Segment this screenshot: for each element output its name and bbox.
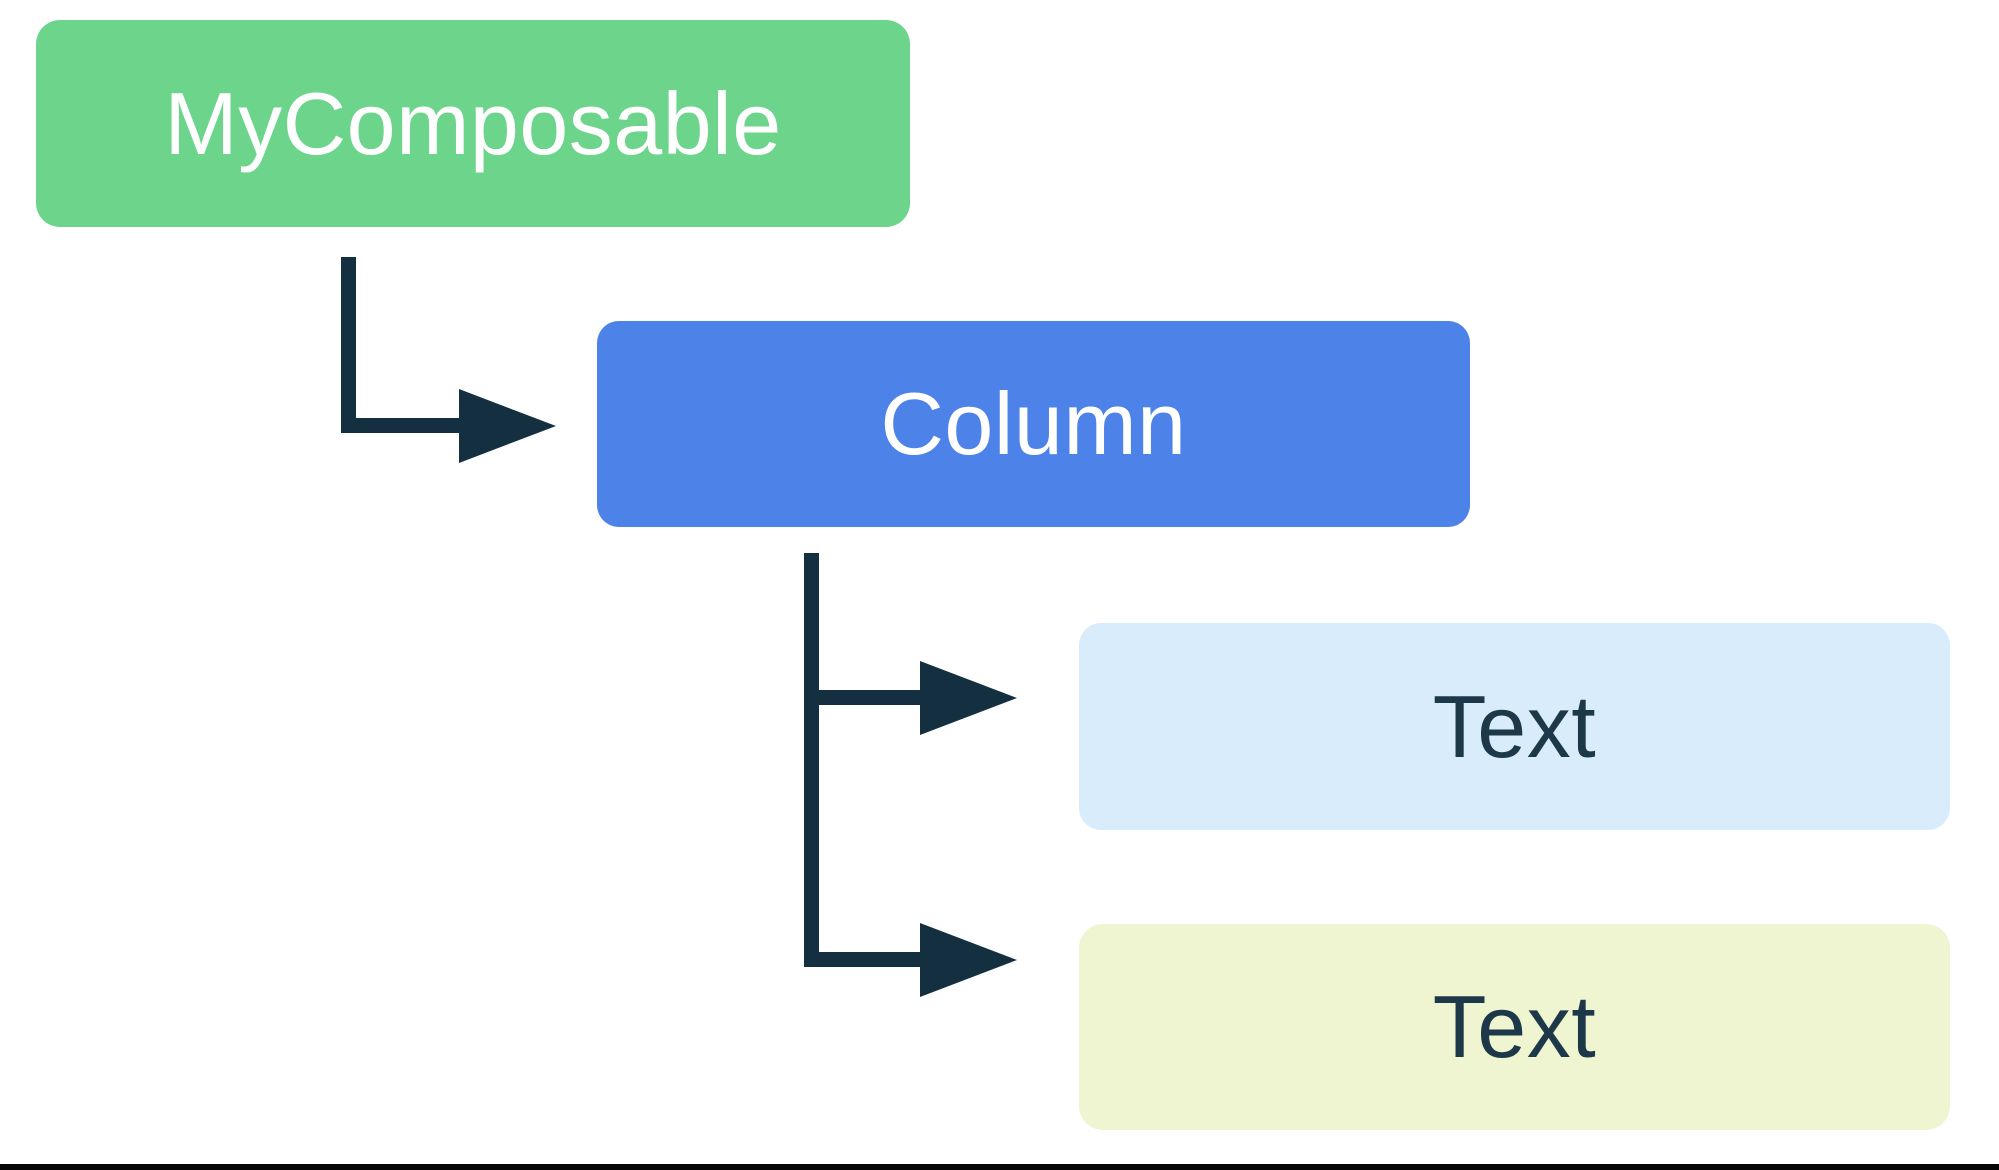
connector-mycomposable-column-horizontal <box>341 418 459 433</box>
arrowhead-right-icon <box>920 923 1017 997</box>
connector-mycomposable-column-vertical <box>341 257 356 433</box>
connector-column-children-vertical <box>804 553 819 967</box>
node-mycomposable-label: MyComposable <box>164 73 782 173</box>
connector-column-text-first-horizontal <box>804 690 920 705</box>
node-text-second-label: Text <box>1432 977 1597 1076</box>
node-mycomposable: MyComposable <box>36 20 910 227</box>
node-text-second: Text <box>1079 924 1950 1130</box>
connector-column-text-second-horizontal <box>804 952 920 967</box>
node-column: Column <box>597 321 1470 527</box>
arrowhead-right-icon <box>920 661 1017 735</box>
node-column-label: Column <box>880 374 1187 473</box>
bottom-border-line <box>0 1164 1999 1170</box>
node-text-first-label: Text <box>1432 676 1597 776</box>
arrowhead-right-icon <box>459 389 556 463</box>
node-text-first: Text <box>1079 623 1950 830</box>
